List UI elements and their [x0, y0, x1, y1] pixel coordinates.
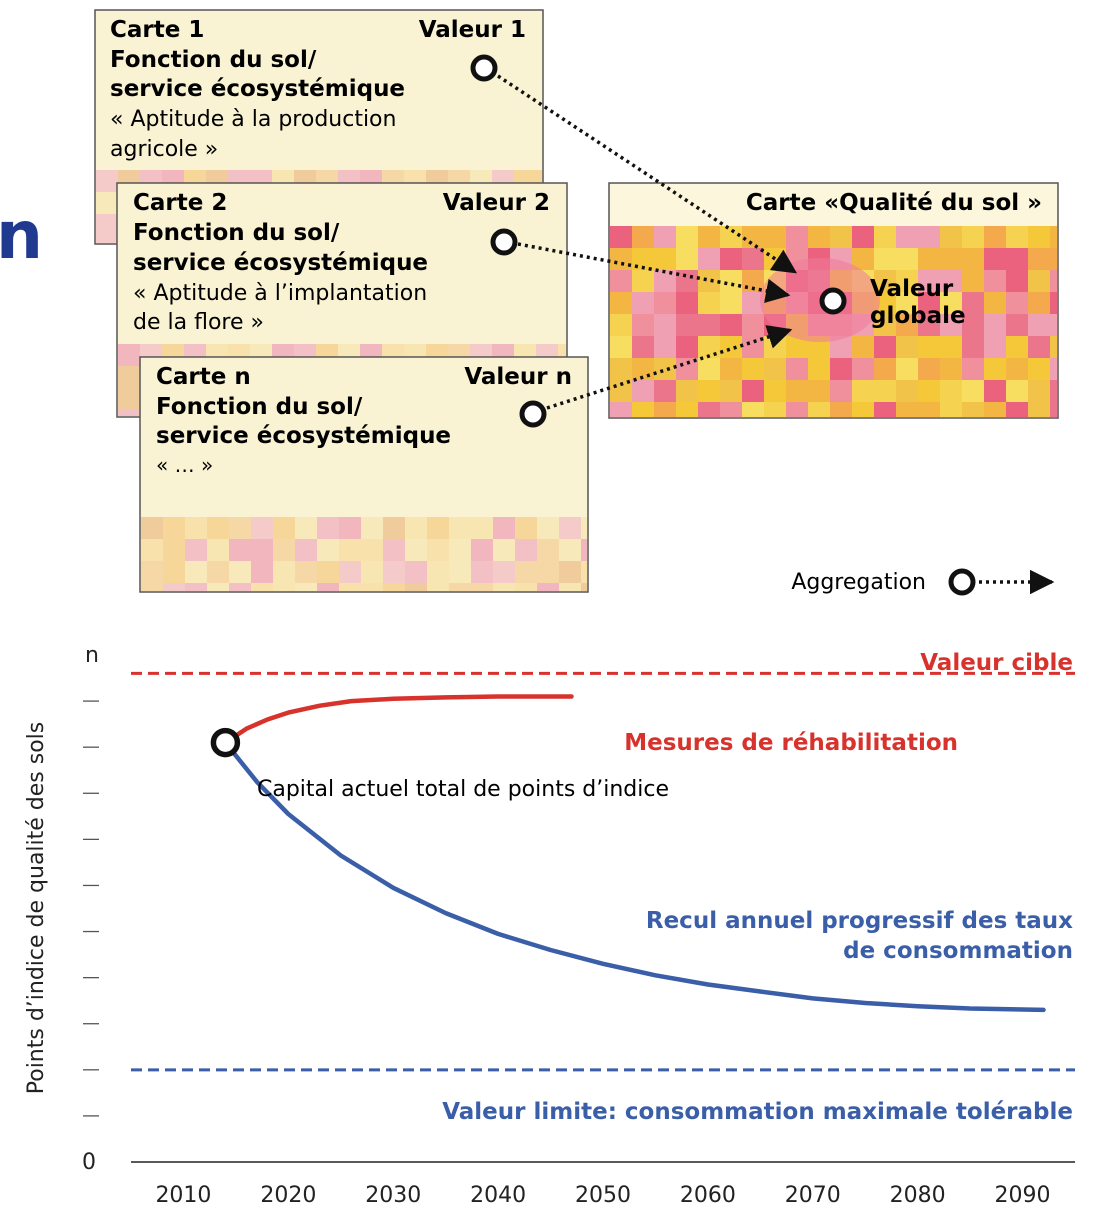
global-value-line-2: globale	[870, 303, 966, 329]
x-tick-label: 2070	[785, 1183, 841, 1206]
limit-value-label: Valeur limite: consommation maximale tol…	[442, 1099, 1073, 1125]
aggregation-label: Aggregation	[791, 570, 926, 595]
map-1-desc-2: agricole »	[110, 137, 218, 162]
x-tick-label: 2030	[365, 1183, 421, 1206]
edge-fragment-text: n	[0, 197, 43, 274]
recul-series-label-2: de consommation	[843, 938, 1073, 964]
value-1-circle	[470, 54, 498, 82]
map-n-desc-1: « … »	[156, 453, 213, 477]
value-2-circle	[490, 228, 518, 256]
global-value-line-1: Valeur	[870, 276, 954, 302]
current-capital-label: Capital actuel total de points d’indice	[257, 777, 669, 802]
x-axis-tick-labels: 2010 2020 2030 2040 2050 2060 2070 2080 2090	[155, 1183, 1050, 1206]
recul-series-line	[223, 740, 1046, 1013]
quality-index-chart: Points d’indice de qualité des sols n 0 …	[24, 643, 1075, 1206]
map-card-n: Carte n Valeur n Fonction du sol/ servic…	[139, 356, 589, 593]
y-tick-top-label: n	[85, 643, 99, 668]
series-lines	[223, 694, 1046, 1013]
x-tick-label: 2060	[680, 1183, 736, 1206]
map-1-heading-2: service écosystémique	[110, 76, 405, 102]
aggregation-legend: Aggregation	[791, 568, 1055, 596]
aggregation-arrows	[497, 74, 798, 410]
global-value-circle	[819, 287, 847, 315]
map-n-title: Carte n	[156, 364, 251, 390]
arrow-map-n	[546, 325, 793, 410]
map-n-value-label: Valeur n	[464, 364, 572, 390]
x-tick-label: 2090	[995, 1183, 1051, 1206]
reference-lines	[131, 671, 1075, 1072]
map-1-heading-1: Fonction du sol/	[110, 47, 317, 73]
y-tick-bottom-label: 0	[82, 1150, 96, 1175]
legend-circle-icon	[948, 568, 976, 596]
map-1-value-label: Valeur 1	[419, 17, 526, 43]
map-n-mosaic	[141, 517, 587, 591]
map-1-desc-1: « Aptitude à la production	[110, 107, 396, 132]
current-capital-point	[210, 727, 241, 758]
map-2-desc-1: « Aptitude à l’implantation	[133, 281, 427, 306]
target-value-label: Valeur cible	[920, 650, 1073, 676]
arrow-map-1	[497, 74, 798, 274]
recul-series-label-1: Recul annuel progressif des taux	[646, 908, 1073, 934]
map-2-value-label: Valeur 2	[443, 190, 550, 216]
map-1-title: Carte 1	[110, 17, 204, 43]
value-n-circle	[519, 400, 547, 428]
rehab-series-label: Mesures de réhabilitation	[624, 730, 958, 756]
map-2-title: Carte 2	[133, 190, 227, 216]
map-n-heading-2: service écosystémique	[156, 423, 451, 449]
rehab-series-line	[223, 694, 574, 745]
map-2-heading-2: service écosystémique	[133, 250, 428, 276]
map-n-heading-1: Fonction du sol/	[156, 394, 363, 420]
map-2-desc-2: de la flore »	[133, 310, 264, 335]
quality-map-title: Carte «Qualité du sol »	[746, 190, 1042, 216]
x-tick-label: 2040	[470, 1183, 526, 1206]
x-tick-label: 2020	[260, 1183, 316, 1206]
map-2-heading-1: Fonction du sol/	[133, 220, 340, 246]
value-circles	[470, 54, 847, 428]
x-tick-label: 2080	[890, 1183, 946, 1206]
x-tick-label: 2050	[575, 1183, 631, 1206]
x-tick-label: 2010	[155, 1183, 211, 1206]
y-axis-label: Points d’indice de qualité des sols	[24, 722, 49, 1095]
y-axis-ticks	[83, 700, 99, 1117]
